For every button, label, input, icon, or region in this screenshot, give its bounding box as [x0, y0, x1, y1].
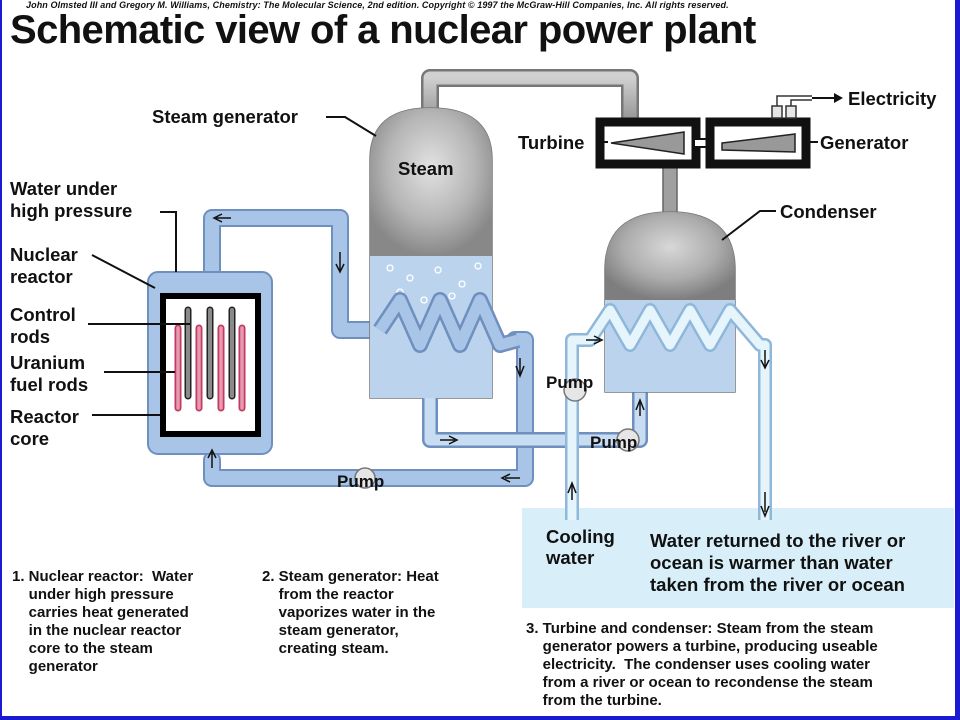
frame-border-bottom — [0, 716, 960, 720]
label-pump-primary: Pump — [337, 472, 385, 491]
note-turbine-condenser: 3. Turbine and condenser: Steam from the… — [526, 620, 878, 709]
pump-cooling-icon — [563, 378, 587, 402]
label-electricity: Electricity — [848, 88, 937, 109]
cooling-loop — [565, 303, 772, 520]
note-nuclear-reactor: 1. Nuclear reactor: Water under high pre… — [12, 568, 194, 675]
page-title: Schematic view of a nuclear power plant — [10, 8, 756, 52]
label-returned-1: Water returned to the river or — [650, 530, 906, 551]
label-turbine: Turbine — [518, 132, 585, 153]
leader-lines — [88, 116, 818, 416]
turbine — [595, 117, 701, 169]
river-panel — [522, 508, 954, 608]
label-generator: Generator — [820, 132, 909, 153]
generator — [705, 117, 811, 169]
pump-feedwater-icon — [616, 428, 640, 452]
frame-border-left — [0, 0, 2, 720]
label-reactor-core-1: Reactor — [10, 406, 79, 427]
electricity-terminals — [771, 95, 812, 119]
frame-border-right — [955, 0, 960, 720]
label-rods: rods — [10, 326, 51, 347]
label-pump-feedwater: Pump — [590, 433, 638, 452]
label-uranium: Uranium — [10, 352, 86, 373]
label-cooling: Cooling — [546, 526, 615, 547]
label-water: water — [546, 547, 595, 568]
label-returned-2: ocean is warmer than water — [650, 552, 893, 573]
flow-arrows — [207, 213, 770, 519]
label-nuclear: Nuclear — [10, 244, 78, 265]
label-high-pressure: high pressure — [10, 200, 133, 221]
label-water-under: Water under — [10, 178, 118, 199]
label-fuel-rods: fuel rods — [10, 374, 89, 395]
pump-primary-icon — [354, 467, 376, 489]
steam-generator-vessel — [369, 107, 493, 399]
copyright-line: John Olmsted III and Gregory M. Williams… — [26, 0, 729, 10]
label-control: Control — [10, 304, 76, 325]
label-condenser: Condenser — [780, 201, 877, 222]
label-reactor: reactor — [10, 266, 73, 287]
label-steam: Steam — [398, 158, 454, 179]
label-returned-3: taken from the river or ocean — [650, 574, 905, 595]
note-steam-generator: 2. Steam generator: Heat from the reacto… — [262, 568, 439, 657]
label-steam-generator: Steam generator — [152, 106, 298, 127]
label-pump-cooling: Pump — [546, 373, 594, 392]
condenser-vessel — [604, 211, 736, 393]
label-reactor-core-2: core — [10, 428, 50, 449]
